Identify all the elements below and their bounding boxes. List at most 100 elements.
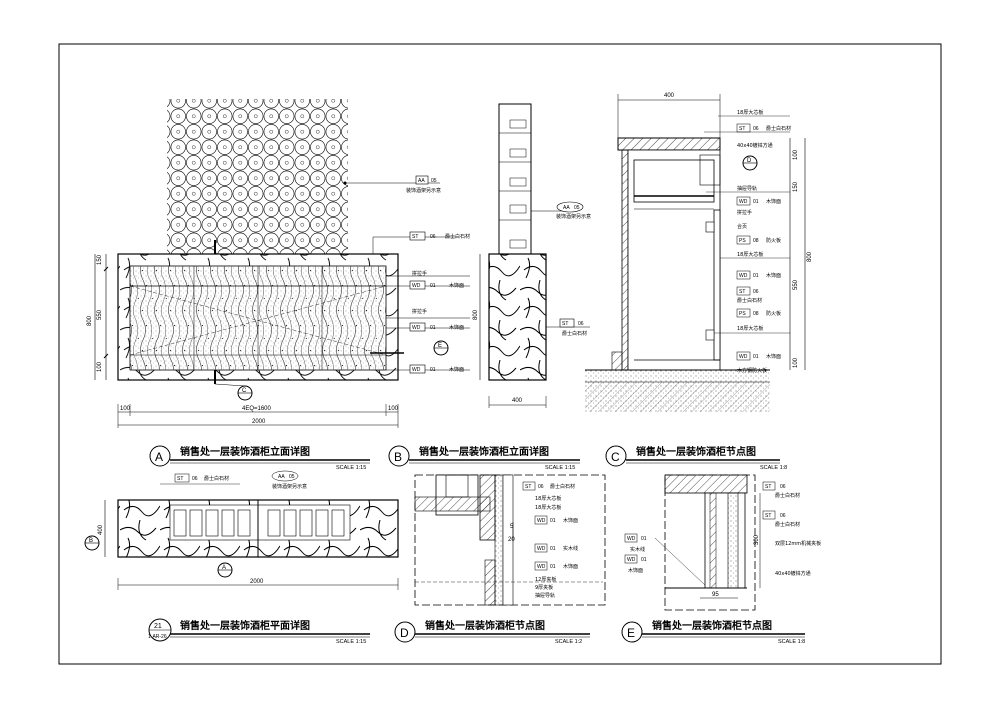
label-wood: 木饰面 [766,198,781,205]
tag-num: 01 [641,557,647,563]
tag-code: ST [412,234,418,240]
view-title: 销售处一层装饰酒柜立面详图 [180,445,310,458]
tag-num: 05 [289,474,295,480]
tag-code: WD [412,325,421,331]
view-scale: SCALE 1:8 [760,465,787,471]
label-stone: 爵士白石材 [445,233,470,240]
dim-c-top: 100 [793,149,799,160]
tag-num: 01 [550,546,556,552]
dim-e-95: 95 [712,592,719,598]
label-baseboard: 木方钢防火板 [737,367,767,374]
title-a: A 销售处一层装饰酒柜立面详图 SCALE 1:15 [149,445,370,471]
label-pull: 拼拉手 [737,209,752,216]
dim-c-800: 800 [807,251,813,262]
view-title: 销售处一层装饰酒柜节点图 [652,619,772,632]
dim-a-mid: 550 [97,309,103,320]
label-18-board: 18厚大芯板 [535,504,561,511]
dim-a-right: 100 [388,406,399,412]
section-e-label: E [438,343,442,349]
view-letter: D [400,626,409,640]
view-title: 销售处一层装饰酒柜平面详图 [180,619,310,632]
tag-code: ST [177,476,183,482]
tag-num: 01 [753,354,759,360]
tag-num: 06 [578,321,584,327]
label-rack: 装饰酒架另示意 [272,483,307,490]
tag-num: 06 [753,289,759,295]
label-wood: 木饰面 [766,353,781,360]
tag-code: WD [537,564,546,570]
dim-b-h: 800 [473,309,479,320]
view-title: 销售处一层装饰酒柜立面详图 [419,445,549,458]
view-letter: 21 [154,623,162,630]
section-d-label: D [747,158,752,164]
tag-code: WD [739,273,748,279]
dim-plan-h: 400 [98,524,104,535]
tag-code: WD [537,546,546,552]
dim-plan-w: 2000 [250,579,264,585]
tag-code: WD [739,354,748,360]
view-a-elevation: 150 550 100 800 100 100 4EQ=1600 2000 C … [87,99,470,428]
tag-num: 06 [192,476,198,482]
title-b: B 销售处一层装饰酒柜立面详图 SCALE 1:15 [388,445,580,471]
label-18-board: 18厚大芯板 [737,251,763,258]
label-stone: 爵士白石材 [550,483,575,490]
tag-code: ST [765,484,771,490]
label-solid: 实木线 [563,545,578,552]
tag-code: PS [739,311,746,317]
label-wood: 木饰面 [766,272,781,279]
tag-code: WD [627,557,636,563]
dim-e-300: 300 [754,534,760,545]
dim-b-w: 400 [512,398,523,404]
label-stone: 爵士白石材 [766,125,791,132]
label-rail: 抽屉导轨 [737,185,757,192]
section-c-label: C [242,388,247,394]
view-c-section: 400 D 100 150 550 100 800 18厚大芯板 ST 06 爵… [585,93,813,412]
title-e: E 销售处一层装饰酒柜节点图 SCALE 1:8 [621,619,805,645]
tag-code: AA [278,474,285,480]
view-b-elevation: 800 400 AA 05 装饰酒架另示意 ST 06 爵士白石材 [473,103,591,408]
tag-code: ST [765,513,771,519]
tag-num: 01 [753,199,759,205]
tag-num: 01 [550,564,556,570]
tag-code: ST [739,289,745,295]
label-9-board: 9厚夹板 [535,584,553,591]
view-e-detail: 95 300 ST 06 爵士白石材 ST 06 爵士白石材 双层12mm机械夹… [624,474,821,611]
label-18-board: 18厚大芯板 [737,109,763,116]
view-letter: E [627,626,635,640]
label-wood: 木饰面 [449,366,464,373]
tag-num: 01 [430,367,436,373]
tag-num: 01 [550,518,556,524]
tag-code: AA [563,205,570,211]
label-18-board: 18厚大芯板 [535,495,561,502]
dim-d-20: 20 [508,537,515,543]
tag-num: 05 [431,178,437,184]
view-scale: SCALE 1:15 [336,639,366,645]
tag-num: 06 [753,126,759,132]
view-letter: A [155,450,163,464]
label-stone: 爵士白石材 [737,297,762,304]
view-scale: SCALE 1:2 [555,639,582,645]
tag-num: 08 [753,311,759,317]
label-hinge: 合页 [737,223,747,230]
tag-num: 05 [574,205,580,211]
dim-a-top: 150 [97,254,103,265]
label-rack: 装饰酒架另示意 [556,213,591,220]
label-solid: 实木线 [630,546,645,553]
label-rail: 抽屉导轨 [535,592,555,599]
label-wood: 木饰面 [449,282,464,289]
tag-code: PS [739,238,746,244]
label-fireboard: 防火板 [766,310,781,317]
dim-a-total-h: 800 [87,315,93,326]
view-scale: SCALE 1:8 [778,639,805,645]
title-plan: 21 1-AR-26 销售处一层装饰酒柜平面详图 SCALE 1:15 [148,618,370,645]
tag-num: 06 [538,484,544,490]
label-stone: 爵士白石材 [562,330,587,337]
label-wood: 木饰面 [628,567,643,574]
title-d: D 销售处一层装饰酒柜节点图 SCALE 1:2 [394,619,590,645]
view-title: 销售处一层装饰酒柜节点图 [636,445,756,458]
tag-num: 01 [641,536,647,542]
label-pull: 拼拉手 [412,270,427,277]
view-d-detail: 5 20 ST 06 爵士白石材 18厚大芯板 18厚大芯板 WD 01 木饰面… [414,474,606,606]
label-wood: 木饰面 [449,324,464,331]
